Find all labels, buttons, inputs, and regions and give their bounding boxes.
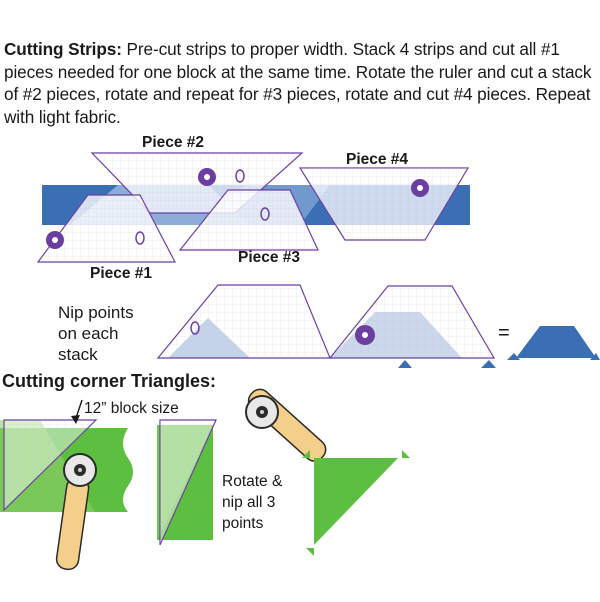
intro-body: Pre-cut strips to proper width. Stack 4 …: [4, 39, 592, 127]
nip-stack-2: [328, 285, 496, 368]
nipped-corner-triangle: [302, 450, 410, 556]
ruler-corner-triangle-middle: [159, 419, 217, 546]
arrow-down-icon: [71, 415, 80, 424]
intro-heading: Cutting Strips:: [4, 39, 122, 59]
nip-point-icon: [507, 353, 520, 360]
nip-point-icon: [590, 353, 600, 360]
nip-stack-1: [156, 284, 331, 359]
nip-points-label: Nip points on each stack: [58, 303, 134, 364]
ruler-piece-3: [178, 189, 319, 251]
nip-point-icon: [402, 450, 410, 458]
piece-2-label: Piece #2: [142, 134, 205, 151]
piece-3-label: Piece #3: [238, 249, 301, 266]
ruler-piece-1: [36, 194, 176, 263]
ruler-corner-triangle-left: [3, 419, 98, 512]
piece-1-label: Piece #1: [90, 265, 153, 282]
rotary-cutter-right: [245, 388, 327, 462]
block-size-label: 12” block size: [84, 400, 179, 417]
nip-point-icon: [398, 360, 412, 368]
rotary-cutter-left: [55, 453, 97, 571]
nip-point-icon: [306, 548, 314, 556]
nip-point-icon: [481, 360, 496, 368]
nip-point-icon: [302, 450, 310, 458]
nipped-result-shape: [507, 326, 600, 360]
piece-4-label: Piece #4: [346, 151, 409, 168]
intro-paragraph: Cutting Strips: Pre-cut strips to proper…: [4, 38, 596, 128]
corner-triangles-heading: Cutting corner Triangles:: [2, 371, 217, 391]
rotate-nip-label: Rotate & nip all 3 points: [222, 473, 283, 532]
ruler-piece-4: [298, 167, 470, 241]
equals-sign: =: [498, 322, 510, 344]
